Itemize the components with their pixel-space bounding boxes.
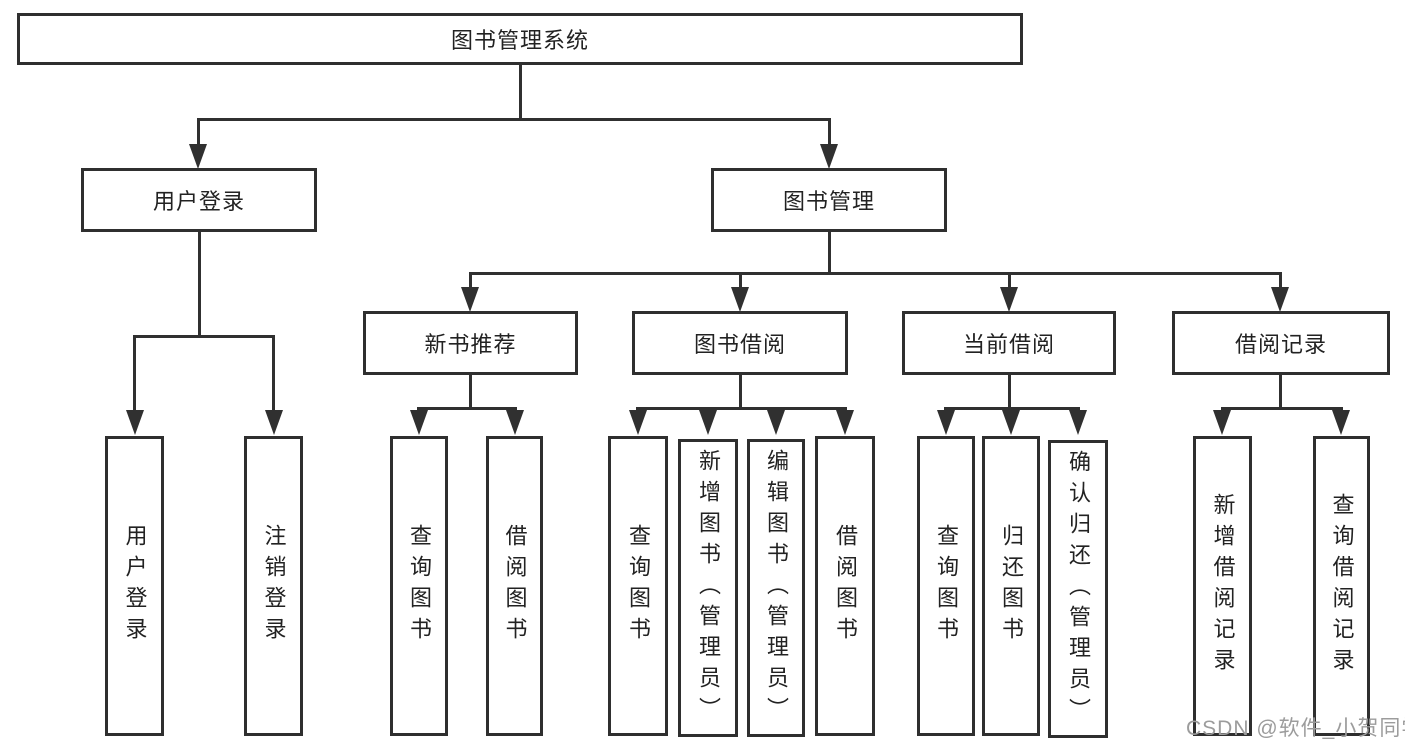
node-new-book-recommend: 新书推荐: [363, 311, 578, 375]
leaf-borrow-book-1: 借阅图书: [486, 436, 543, 736]
connector-line: [197, 121, 200, 146]
leaf-label: 借阅图书: [833, 524, 858, 648]
leaf-query-borrow-record: 查询借阅记录: [1313, 436, 1370, 736]
node-root-system: 图书管理系统: [17, 13, 1023, 65]
connector-line: [1279, 275, 1282, 289]
arrowhead-icon: [1069, 410, 1087, 435]
connector-line: [469, 275, 472, 289]
leaf-label: 查询图书: [626, 524, 651, 648]
node-label: 当前借阅: [962, 332, 1055, 357]
leaf-query-book-2: 查询图书: [608, 436, 668, 736]
leaf-label: 用户登录: [122, 524, 148, 648]
arrowhead-icon: [731, 287, 749, 312]
connector-line: [133, 338, 136, 412]
arrowhead-icon: [189, 144, 207, 169]
leaf-label: 确认归还（管理员）: [1066, 449, 1091, 729]
connector-line: [1221, 407, 1343, 410]
leaf-label: 新增图书（管理员）: [696, 448, 721, 728]
leaf-label: 注销登录: [261, 524, 287, 648]
leaf-label: 查询图书: [934, 524, 959, 648]
connector-line: [636, 407, 847, 410]
node-label: 新书推荐: [424, 332, 517, 357]
leaf-label: 归还图书: [999, 524, 1024, 648]
leaf-label: 编辑图书（管理员）: [764, 448, 789, 728]
connector-line: [1008, 275, 1011, 289]
connector-line: [197, 118, 831, 121]
connector-line: [1008, 375, 1011, 407]
arrowhead-icon: [1332, 410, 1350, 435]
leaf-label: 新增借阅记录: [1210, 493, 1236, 679]
arrowhead-icon: [265, 410, 283, 435]
node-label: 用户登录: [152, 189, 245, 214]
node-label: 图书管理: [782, 189, 875, 214]
leaf-label: 查询图书: [407, 524, 432, 648]
node-book-management: 图书管理: [711, 168, 947, 232]
arrowhead-icon: [1213, 410, 1231, 435]
connector-line: [469, 272, 1282, 275]
node-borrow-record: 借阅记录: [1172, 311, 1390, 375]
connector-line: [469, 375, 472, 407]
connector-line: [133, 335, 275, 338]
arrowhead-icon: [937, 410, 955, 435]
node-label: 图书管理系统: [450, 28, 589, 53]
arrowhead-icon: [820, 144, 838, 169]
leaf-add-book-admin: 新增图书（管理员）: [678, 439, 738, 737]
node-label: 借阅记录: [1234, 332, 1327, 357]
connector-line: [944, 407, 1080, 410]
leaf-logout: 注销登录: [244, 436, 303, 736]
leaf-label: 借阅图书: [502, 524, 528, 648]
leaf-query-book-3: 查询图书: [917, 436, 975, 736]
connector-line: [198, 232, 201, 335]
arrowhead-icon: [1000, 287, 1018, 312]
connector-line: [828, 121, 831, 146]
arrowhead-icon: [126, 410, 144, 435]
connector-line: [272, 338, 275, 412]
csdn-watermark: CSDN @软件_小贺同学: [1186, 717, 1405, 740]
leaf-confirm-return-admin: 确认归还（管理员）: [1048, 440, 1108, 738]
connector-line: [417, 407, 517, 410]
leaf-user-login: 用户登录: [105, 436, 164, 736]
arrowhead-icon: [410, 410, 428, 435]
leaf-add-borrow-record: 新增借阅记录: [1193, 436, 1252, 736]
arrowhead-icon: [629, 410, 647, 435]
leaf-return-book: 归还图书: [982, 436, 1040, 736]
connector-line: [739, 375, 742, 407]
node-label: 图书借阅: [693, 332, 786, 357]
connector-line: [739, 275, 742, 289]
arrowhead-icon: [767, 410, 785, 435]
leaf-query-book-1: 查询图书: [390, 436, 448, 736]
node-book-borrow: 图书借阅: [632, 311, 848, 375]
leaf-borrow-book-2: 借阅图书: [815, 436, 875, 736]
connector-line: [828, 232, 831, 272]
node-user-login: 用户登录: [81, 168, 317, 232]
arrowhead-icon: [506, 410, 524, 435]
arrowhead-icon: [1002, 410, 1020, 435]
node-current-borrow: 当前借阅: [902, 311, 1116, 375]
connector-line: [1279, 375, 1282, 407]
leaf-label: 查询借阅记录: [1329, 493, 1355, 679]
connector-line: [519, 65, 522, 121]
leaf-edit-book-admin: 编辑图书（管理员）: [747, 439, 805, 737]
arrowhead-icon: [1271, 287, 1289, 312]
arrowhead-icon: [699, 410, 717, 435]
arrowhead-icon: [836, 410, 854, 435]
arrowhead-icon: [461, 287, 479, 312]
